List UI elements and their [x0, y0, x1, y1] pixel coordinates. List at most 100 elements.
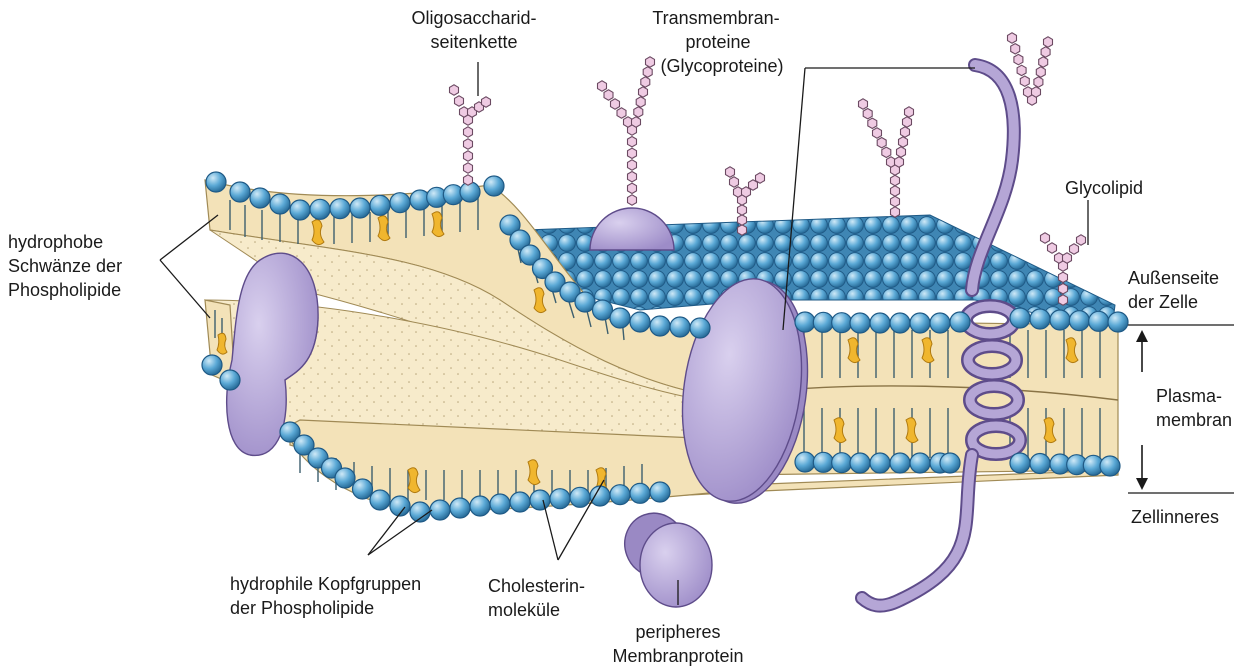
phospholipid-head	[370, 490, 390, 510]
phospholipid-head	[430, 500, 450, 520]
sugar-unit	[897, 147, 906, 157]
label-cholesterol: Cholesterin- moleküle	[488, 576, 585, 620]
sugar-unit	[1014, 54, 1023, 64]
sugar-unit	[905, 107, 914, 117]
svg-text:Zellinneres: Zellinneres	[1131, 507, 1219, 527]
phospholipid-head	[832, 313, 852, 333]
sugar-unit	[639, 87, 648, 97]
phospholipid-head	[850, 453, 870, 473]
sugar-unit	[464, 175, 473, 185]
sugar-unit	[628, 160, 637, 170]
svg-text:Membranprotein: Membranprotein	[612, 646, 743, 666]
sugar-unit	[868, 118, 877, 128]
phospholipid-head	[250, 188, 270, 208]
svg-text:Cholesterin-: Cholesterin-	[488, 576, 585, 596]
sugar-unit	[464, 127, 473, 137]
svg-text:membran: membran	[1156, 410, 1232, 430]
sugar-unit	[1070, 244, 1079, 254]
phospholipid-head	[510, 492, 530, 512]
sugar-unit	[726, 167, 735, 177]
sugar-unit	[873, 128, 882, 138]
sugar-unit	[1032, 87, 1041, 97]
sugar-unit	[464, 139, 473, 149]
sugar-unit	[738, 205, 747, 215]
phospholipid-head	[1010, 308, 1030, 328]
label-glycolipid: Glycolipid	[1065, 178, 1143, 198]
svg-text:moleküle: moleküle	[488, 600, 560, 620]
sugar-unit	[903, 117, 912, 127]
sugar-unit	[1048, 243, 1057, 253]
phospholipid-head	[1089, 311, 1109, 331]
phospholipid-head	[330, 199, 350, 219]
label-cell-interior: Zellinneres	[1131, 507, 1219, 527]
phospholipid-head	[650, 482, 670, 502]
sugar-unit	[891, 186, 900, 196]
sugar-unit	[882, 147, 891, 157]
phospholipid-head	[290, 200, 310, 220]
sugar-unit	[611, 99, 620, 109]
svg-text:Schwänze der: Schwänze der	[8, 256, 122, 276]
sugar-unit	[464, 151, 473, 161]
sugar-unit	[1041, 233, 1050, 243]
phospholipid-head	[1030, 309, 1050, 329]
sugar-unit	[1011, 44, 1020, 54]
label-peripheral-protein: peripheres Membranprotein	[612, 622, 743, 666]
phospholipid-head	[870, 313, 890, 333]
svg-text:Außenseite: Außenseite	[1128, 268, 1219, 288]
phospholipid-head	[335, 468, 355, 488]
sugar-unit	[1020, 76, 1029, 86]
sugar-unit	[891, 207, 900, 217]
svg-text:hydrophobe: hydrophobe	[8, 232, 103, 252]
sugar-unit	[646, 57, 655, 67]
sugar-unit	[1036, 67, 1045, 77]
sugar-unit	[455, 96, 464, 106]
svg-text:der Phospholipide: der Phospholipide	[230, 598, 374, 618]
sugar-unit	[738, 225, 747, 235]
sugar-unit	[1059, 284, 1068, 294]
sugar-unit	[1044, 37, 1053, 47]
label-hydrophilic-heads: hydrophile Kopfgruppen der Phospholipide	[230, 574, 421, 618]
sugar-unit	[859, 99, 868, 109]
svg-text:Phospholipide: Phospholipide	[8, 280, 121, 300]
phospholipid-head	[630, 312, 650, 332]
phospholipid-head	[910, 313, 930, 333]
phospholipid-head	[950, 312, 970, 332]
sugar-unit	[598, 81, 607, 91]
sugar-unit	[1059, 272, 1068, 282]
sugar-unit	[464, 163, 473, 173]
svg-text:seitenkette: seitenkette	[430, 32, 517, 52]
sugar-unit	[877, 138, 886, 148]
phospholipid-head	[1030, 454, 1050, 474]
phospholipid-head	[390, 193, 410, 213]
sugar-unit	[1017, 65, 1026, 75]
sugar-unit	[628, 148, 637, 158]
sugar-unit	[628, 195, 637, 205]
label-oligosaccharide: Oligosaccharid- seitenkette	[411, 8, 536, 52]
phospholipid-head	[930, 313, 950, 333]
phospholipid-head	[530, 490, 550, 510]
phospholipid-head	[690, 318, 710, 338]
phospholipid-head	[795, 452, 815, 472]
phospholipid-head	[206, 172, 226, 192]
sugar-unit	[1039, 57, 1048, 67]
svg-text:hydrophile Kopfgruppen: hydrophile Kopfgruppen	[230, 574, 421, 594]
svg-text:proteine: proteine	[685, 32, 750, 52]
sugar-unit	[1008, 33, 1017, 43]
peripheral-protein-bottom	[616, 505, 712, 607]
sugar-unit	[1059, 295, 1068, 305]
phospholipid-head	[670, 317, 690, 337]
phospholipid-head	[630, 483, 650, 503]
phospholipid-head	[610, 308, 630, 328]
phospholipid-head	[220, 370, 240, 390]
label-hydrophobic-tails: hydrophobe Schwänze der Phospholipide	[8, 232, 122, 300]
sugar-unit	[628, 137, 637, 147]
sugar-unit	[891, 175, 900, 185]
phospholipid-head	[460, 182, 480, 202]
label-plasma-membrane: Plasma- membran	[1156, 386, 1232, 430]
sugar-unit	[738, 215, 747, 225]
sugar-unit	[899, 137, 908, 147]
svg-text:Glycolipid: Glycolipid	[1065, 178, 1143, 198]
phospholipid-head	[813, 312, 833, 332]
phospholipid-head	[1100, 456, 1120, 476]
sugar-unit	[901, 127, 910, 137]
